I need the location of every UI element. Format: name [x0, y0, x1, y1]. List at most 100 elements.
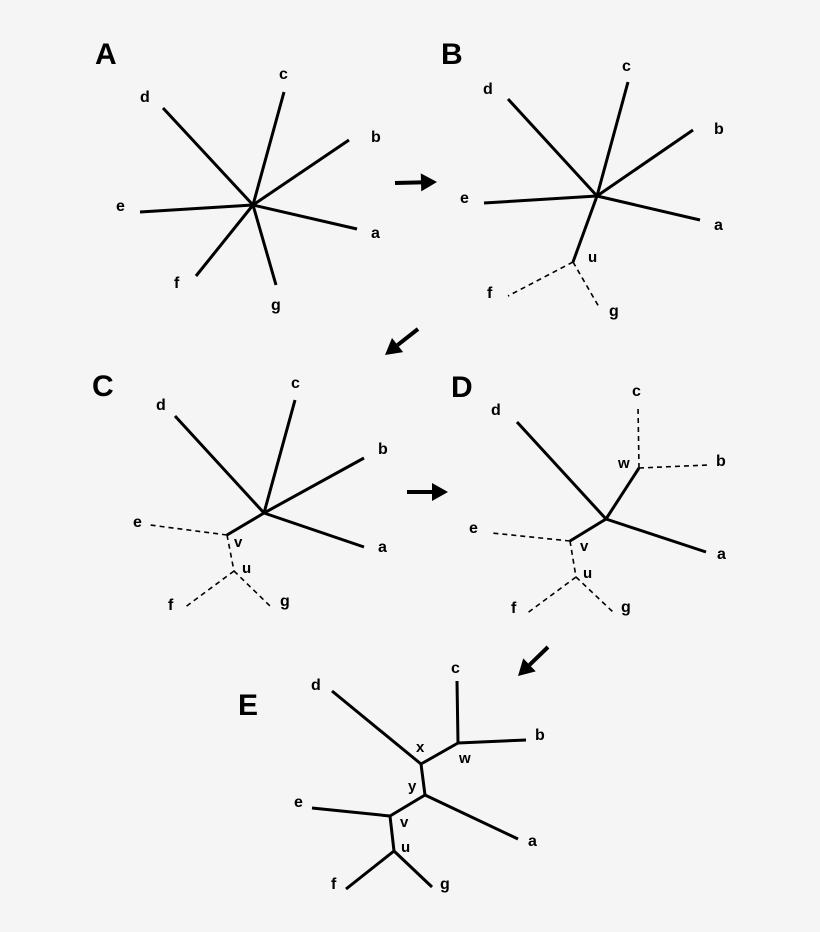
leaf-label-b: b — [535, 727, 545, 744]
leaf-label-a: a — [378, 539, 387, 556]
tree-branch — [596, 194, 701, 222]
leaf-label-f: f — [168, 597, 174, 614]
leaf-label-d: d — [483, 81, 493, 98]
tree-branch — [596, 128, 694, 198]
tree-branch — [226, 511, 265, 537]
panel-e: Ed c b a e f g x w y vu — [238, 660, 545, 893]
internal-node-label-u: u — [401, 839, 410, 856]
panel-label: A — [95, 38, 117, 71]
leaf-label-b: b — [714, 121, 724, 138]
leaf-label-e: e — [294, 794, 303, 811]
leaf-label-a: a — [714, 217, 723, 234]
leaf-label-c: c — [451, 660, 460, 677]
tree-branch — [455, 680, 460, 744]
tree-branch — [252, 138, 350, 207]
tree-branch-dashed — [525, 576, 577, 615]
leaf-label-c: c — [632, 383, 641, 400]
leaf-label-g: g — [440, 876, 450, 893]
arrow-icon-D-to-E — [518, 645, 550, 676]
tree-branch — [457, 738, 527, 745]
tree-branch-dashed — [233, 570, 271, 607]
tree-branch-dashed — [572, 261, 600, 308]
arrow-icon-C-to-D — [407, 483, 448, 501]
tree-branch — [515, 420, 608, 521]
leaf-label-f: f — [331, 876, 337, 893]
panel-a: Ad c b a g f e — [95, 38, 381, 314]
internal-node-label-w: w — [458, 750, 471, 767]
tree-branch — [595, 81, 630, 197]
leaf-label-c: c — [279, 66, 288, 83]
tree-branch — [345, 849, 395, 891]
internal-node-label-x: x — [416, 739, 425, 756]
tree-branch-dashed — [507, 261, 574, 297]
tree-branch — [252, 203, 358, 231]
arrow-icon-A-to-B — [394, 173, 437, 192]
leaf-label-g: g — [280, 593, 290, 610]
panel-label: C — [92, 370, 114, 403]
leaf-label-a: a — [371, 225, 380, 242]
tree-branch — [139, 203, 254, 214]
tree-branch — [262, 399, 297, 514]
tree-branch — [424, 793, 519, 841]
tree-branch — [161, 106, 255, 207]
tree-branch-dashed — [183, 570, 235, 609]
tree-branch-dashed — [569, 540, 577, 578]
internal-node-label-y: y — [408, 778, 417, 795]
tree-branch-dashed — [491, 532, 571, 542]
leaf-label-c: c — [291, 375, 300, 392]
leaf-label-g: g — [271, 297, 281, 314]
arrow-icon-B-to-C — [385, 327, 420, 355]
leaf-label-d: d — [491, 402, 501, 419]
leaf-label-a: a — [528, 833, 537, 850]
tree-branch-dashed — [149, 524, 228, 536]
leaf-label-e: e — [469, 520, 478, 537]
leaf-label-g: g — [621, 599, 631, 616]
tree-branch — [388, 815, 396, 852]
tree-branch — [571, 195, 599, 263]
tree-branch — [389, 793, 426, 818]
tree-branch-dashed — [638, 464, 710, 469]
leaf-label-e: e — [460, 190, 469, 207]
leaf-label-e: e — [133, 514, 142, 531]
leaf-label-f: f — [487, 285, 493, 302]
panel-label: B — [441, 38, 463, 71]
leaf-label-d: d — [156, 397, 166, 414]
leaf-label-b: b — [371, 129, 381, 146]
tree-branch-dashed — [575, 576, 614, 613]
panel-c: Cd c b a e f g vu — [92, 370, 388, 614]
tree-branch — [263, 456, 365, 515]
panel-label: E — [238, 689, 258, 722]
internal-node-label-w: w — [617, 455, 630, 472]
tree-branch — [194, 204, 255, 277]
leaf-label-f: f — [174, 275, 180, 292]
tree-branch — [173, 414, 266, 515]
internal-node-label-v: v — [400, 814, 409, 831]
leaf-label-g: g — [609, 303, 619, 320]
tree-branch — [483, 194, 598, 205]
internal-node-label-u: u — [583, 565, 592, 582]
tree-branch — [251, 204, 278, 286]
tree-branch — [311, 806, 391, 818]
tree-branch — [392, 849, 434, 889]
leaf-label-b: b — [378, 441, 388, 458]
leaf-label-d: d — [140, 89, 150, 106]
tree-branch — [605, 517, 707, 554]
leaf-label-c: c — [622, 58, 631, 75]
tree-branch — [420, 741, 459, 766]
leaf-label-a: a — [717, 546, 726, 563]
tree-branch — [331, 689, 422, 766]
internal-node-label-v: v — [580, 538, 589, 555]
internal-node-label-u: u — [242, 560, 251, 577]
tree-branch — [604, 467, 641, 520]
tree-branch — [251, 91, 286, 206]
internal-node-label-v: v — [234, 534, 243, 551]
leaf-label-e: e — [116, 198, 125, 215]
leaf-label-f: f — [511, 600, 517, 617]
leaf-label-d: d — [311, 677, 321, 694]
tree-branch-dashed — [226, 534, 235, 572]
leaf-label-b: b — [716, 453, 726, 470]
tree-branch — [419, 763, 427, 796]
